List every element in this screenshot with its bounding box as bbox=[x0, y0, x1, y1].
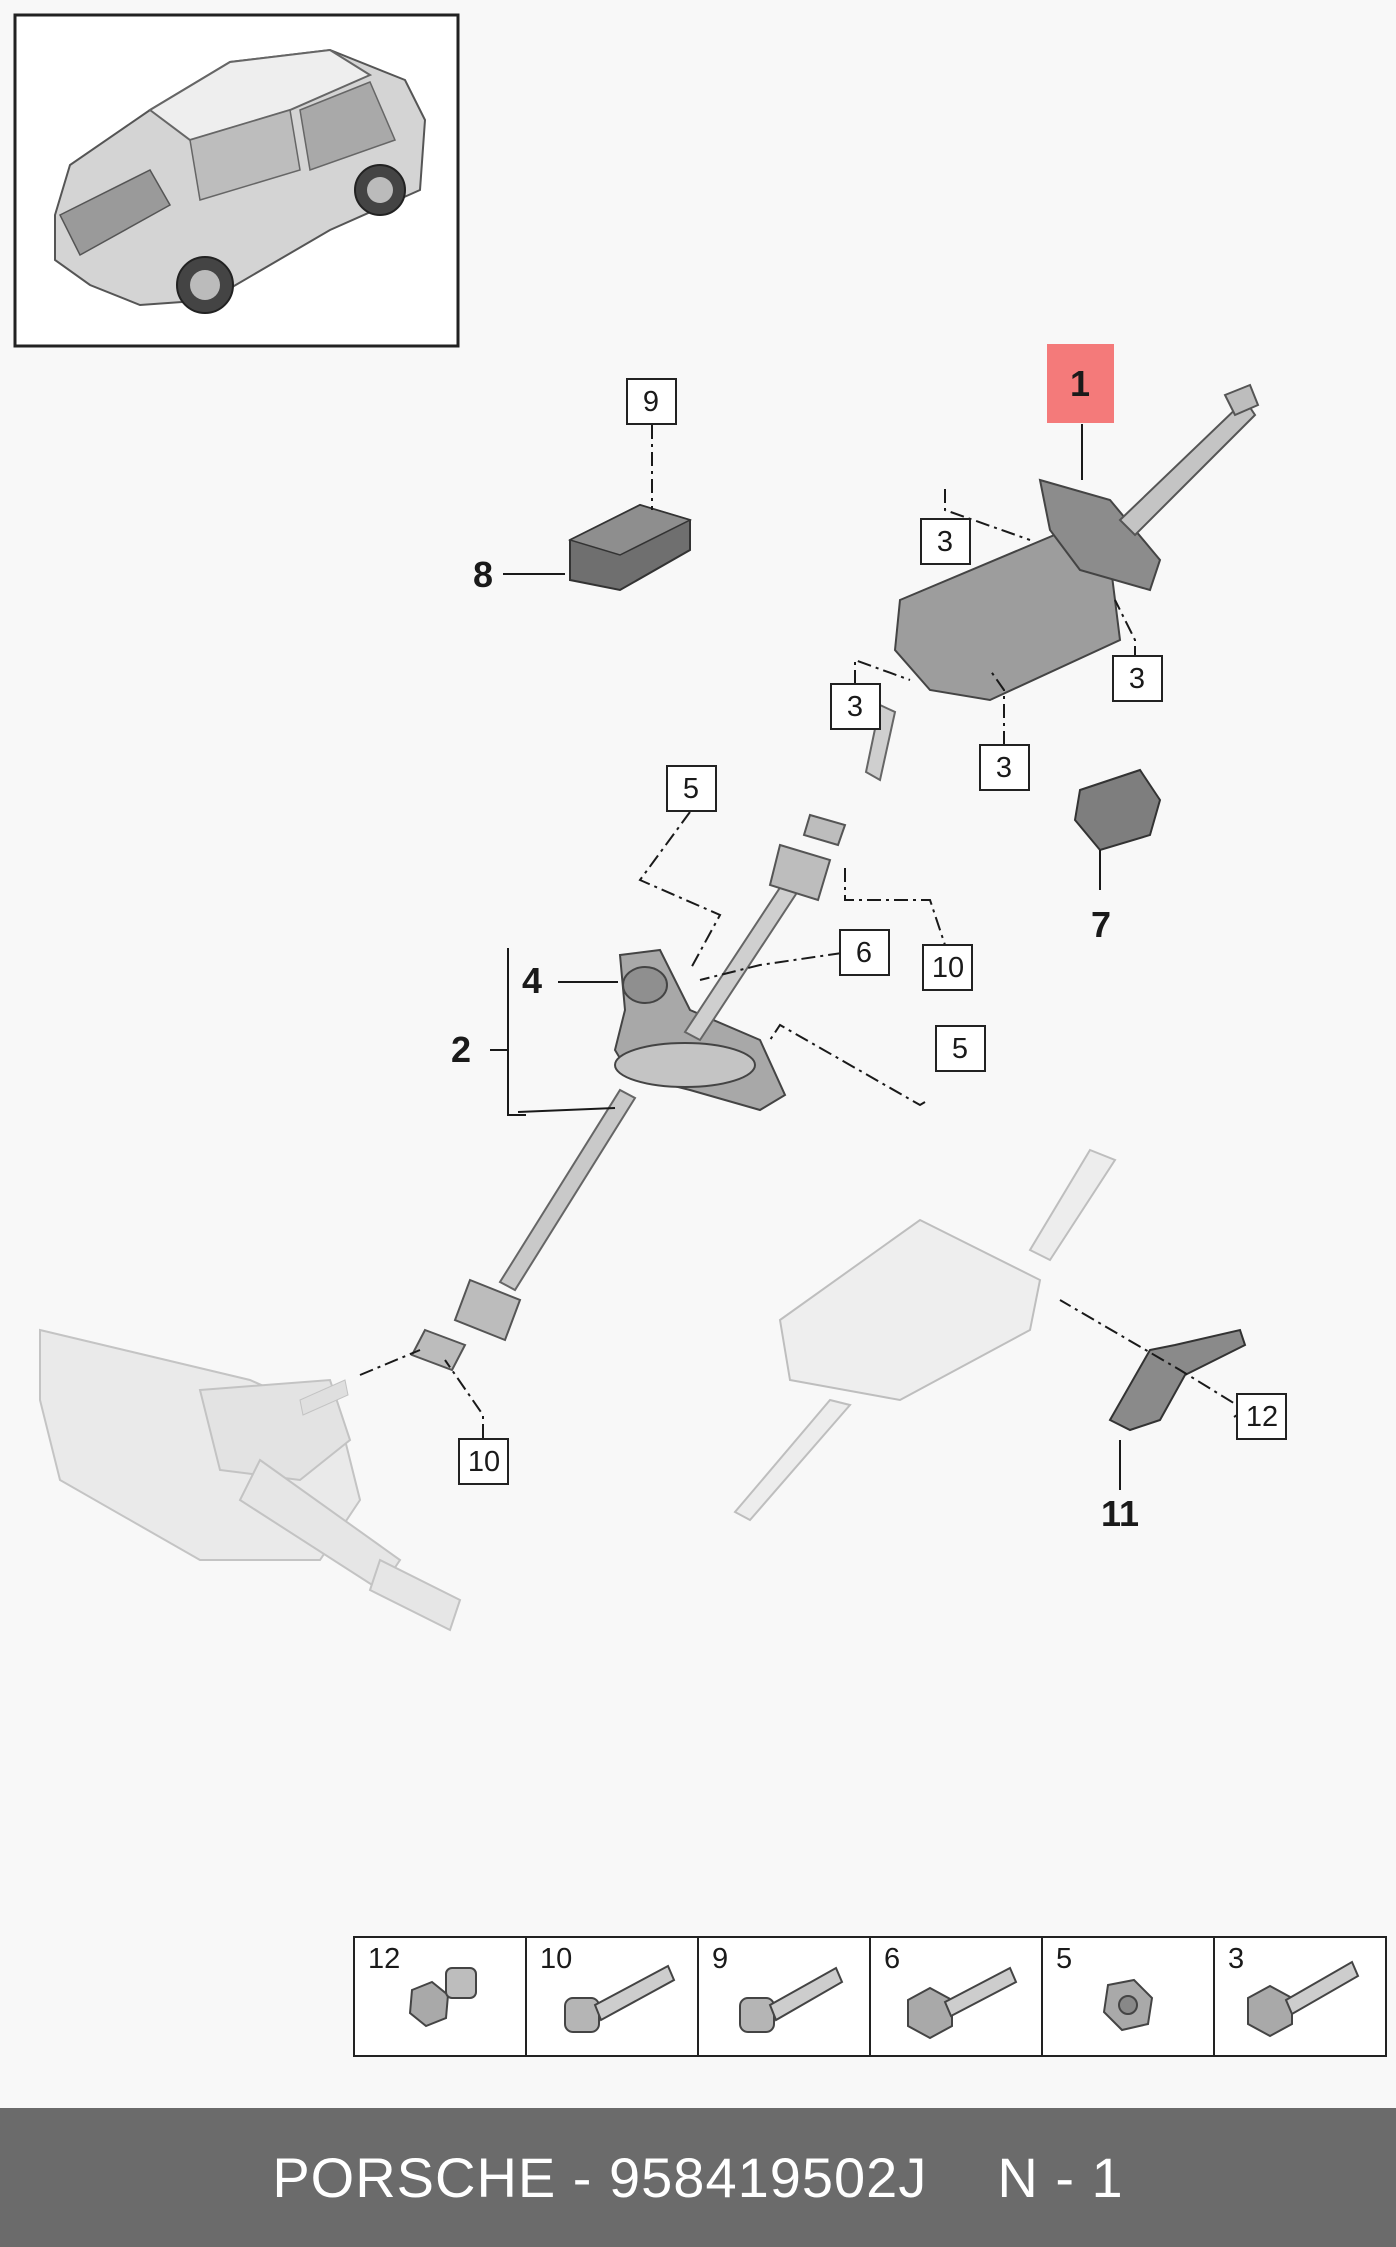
hex-flange-bolt-long-icon bbox=[1247, 1960, 1360, 2038]
callout-box-6[interactable]: 6 bbox=[839, 929, 890, 976]
legend-num-5: 5 bbox=[1056, 1943, 1072, 1975]
callout-box-5-top-label: 5 bbox=[683, 773, 699, 805]
socket-head-bolt-icon bbox=[564, 1964, 676, 2033]
callout-4[interactable]: 4 bbox=[522, 960, 542, 1001]
callout-box-5-bottom[interactable]: 5 bbox=[935, 1025, 986, 1072]
upper-intermediate-shaft bbox=[683, 813, 847, 1042]
legend-cell-10[interactable]: 10 bbox=[540, 1943, 676, 2033]
legend-num-6: 6 bbox=[884, 1943, 900, 1975]
callout-box-12-label: 12 bbox=[1246, 1401, 1278, 1433]
callout-box-5-bottom-label: 5 bbox=[952, 1033, 968, 1065]
callout-box-10-top[interactable]: 10 bbox=[922, 944, 973, 991]
callout-1[interactable]: 1 bbox=[1047, 344, 1114, 423]
callout-box-3-left[interactable]: 3 bbox=[830, 683, 881, 730]
footer-bar: PORSCHE - 958419502J N - 1 bbox=[0, 2108, 1396, 2247]
lower-intermediate-shaft bbox=[410, 1088, 637, 1372]
vehicle-suv-icon bbox=[54, 48, 427, 314]
callout-box-6-label: 6 bbox=[856, 937, 872, 969]
callout-box-3-bottom-label: 3 bbox=[996, 752, 1012, 784]
callout-8[interactable]: 8 bbox=[473, 554, 493, 595]
hex-flange-bolt-icon bbox=[907, 1966, 1018, 2040]
callout-box-9[interactable]: 9 bbox=[626, 378, 677, 425]
callout-7[interactable]: 7 bbox=[1091, 904, 1111, 945]
legend-cell-6[interactable]: 6 bbox=[884, 1943, 1018, 2040]
legend-num-10: 10 bbox=[540, 1943, 572, 1975]
callout-box-9-label: 9 bbox=[643, 386, 659, 418]
callout-box-5-top[interactable]: 5 bbox=[666, 765, 717, 812]
legend-cell-5[interactable]: 5 bbox=[1056, 1943, 1154, 2032]
callout-1-label: 1 bbox=[1070, 363, 1090, 404]
callout-2[interactable]: 2 bbox=[451, 1029, 471, 1070]
socket-head-bolt-icon bbox=[739, 1966, 844, 2033]
footer-brand-part: PORSCHE - 958419502J bbox=[272, 2146, 928, 2209]
callout-box-3-left-label: 3 bbox=[847, 691, 863, 723]
callout-11[interactable]: 11 bbox=[1101, 1493, 1139, 1534]
callout-box-3-bottom[interactable]: 3 bbox=[979, 744, 1030, 791]
callout-box-10-bottom[interactable]: 10 bbox=[458, 1438, 509, 1485]
legend-cell-3[interactable]: 3 bbox=[1228, 1943, 1360, 2038]
legend-num-9: 9 bbox=[712, 1943, 728, 1975]
callout-box-10-top-label: 10 bbox=[932, 952, 964, 984]
vehicle-overview bbox=[13, 13, 460, 348]
callout-box-10-bottom-label: 10 bbox=[468, 1446, 500, 1478]
callout-1-highlight bbox=[1047, 344, 1114, 423]
hardware-legend: 12 10 9 6 bbox=[353, 1936, 1387, 2057]
callout-box-3-right[interactable]: 3 bbox=[1112, 655, 1163, 702]
legend-num-12: 12 bbox=[368, 1943, 400, 1975]
callout-box-3-top-label: 3 bbox=[937, 526, 953, 558]
control-module-8 bbox=[567, 503, 693, 592]
legend-cell-12[interactable]: 12 bbox=[368, 1943, 477, 2028]
footer-qty: N - 1 bbox=[997, 2146, 1124, 2209]
steering-column bbox=[864, 383, 1260, 782]
legend-cell-9[interactable]: 9 bbox=[712, 1943, 844, 2033]
hex-flange-screw-short-icon bbox=[408, 1967, 477, 2028]
steering-column-ghost bbox=[733, 1148, 1117, 1522]
callout-box-3-right-label: 3 bbox=[1129, 663, 1145, 695]
callout-box-12[interactable]: 12 bbox=[1236, 1393, 1287, 1440]
steering-rack bbox=[39, 1328, 462, 1632]
legend-num-3: 3 bbox=[1228, 1943, 1244, 1975]
bracket-11 bbox=[1108, 1328, 1247, 1432]
hex-flange-nut-icon bbox=[1102, 1978, 1154, 2032]
callout-box-3-top[interactable]: 3 bbox=[920, 518, 971, 565]
control-module-7 bbox=[1073, 768, 1162, 852]
